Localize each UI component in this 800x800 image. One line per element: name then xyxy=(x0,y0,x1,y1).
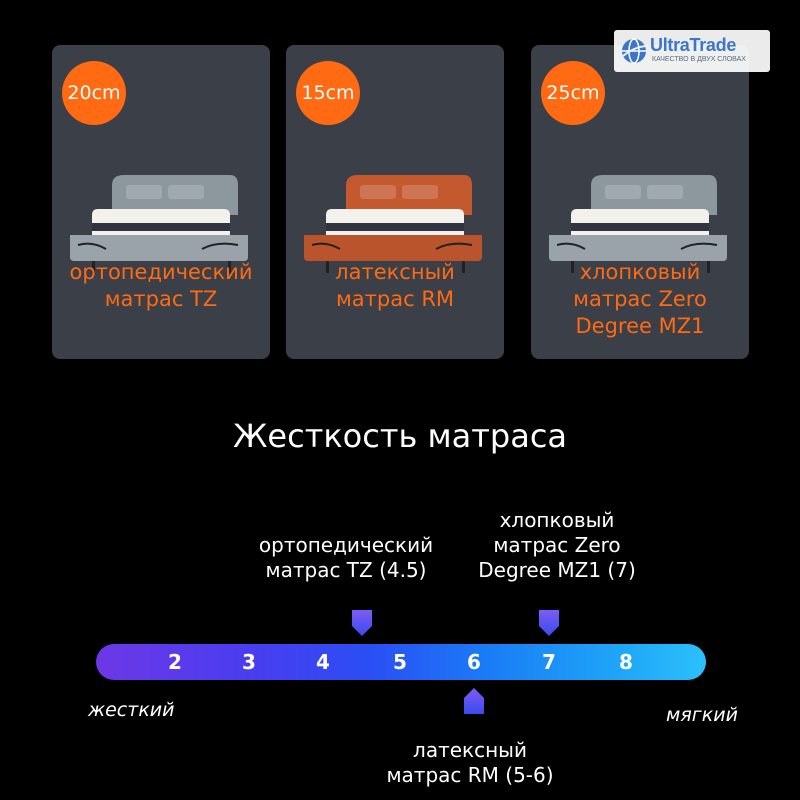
scale-tick-6: 6 xyxy=(467,650,481,674)
product-card-mz1[interactable]: 25cm хлопковый матрас Zero Degree MZ1 xyxy=(531,45,749,359)
watermark-tagline: КАЧЕСТВО В ДВУХ СЛОВАХ xyxy=(652,56,746,63)
marker-label-rm: латексный матрас RM (5-6) xyxy=(386,738,554,787)
bed-image xyxy=(549,175,727,273)
thickness-badge: 20cm xyxy=(62,61,126,125)
page-title: Жесткость матраса xyxy=(232,417,568,455)
card-label: хлопковый матрас Zero Degree MZ1 xyxy=(573,260,707,338)
marker-up-icon xyxy=(464,688,484,714)
marker-down-icon xyxy=(539,610,559,636)
card-label: ортопедический матрас TZ xyxy=(69,260,253,311)
product-card-tz[interactable]: 20cm ортопедический матрас TZ xyxy=(52,45,270,359)
bed-image xyxy=(304,175,482,273)
scale-tick-7: 7 xyxy=(542,650,556,674)
bed-image xyxy=(70,175,248,273)
scale-tick-8: 8 xyxy=(619,650,633,674)
marker-label-mz1: хлопковый матрас Zero Degree MZ1 (7) xyxy=(478,508,636,582)
scale-tick-5: 5 xyxy=(393,650,407,674)
globe-icon xyxy=(622,38,647,64)
thickness-badge: 25cm xyxy=(541,61,605,125)
firmness-scale-bar xyxy=(96,644,706,680)
watermark-brand: UltraTrade xyxy=(650,35,737,55)
scale-tick-3: 3 xyxy=(242,650,256,674)
marker-label-tz: ортопедический матрас TZ (4.5) xyxy=(258,533,434,582)
thickness-badge: 15cm xyxy=(296,61,360,125)
product-card-rm[interactable]: 15cm латексный матрас RM xyxy=(286,45,504,359)
marker-down-icon xyxy=(351,610,372,636)
scale-label-soft: мягкий xyxy=(666,704,738,726)
card-label: латексный матрас RM xyxy=(335,260,455,311)
scale-tick-2: 2 xyxy=(168,650,182,674)
watermark-logo: UltraTrade КАЧЕСТВО В ДВУХ СЛОВАХ xyxy=(614,30,770,72)
scale-tick-4: 4 xyxy=(316,650,330,674)
scale-label-firm: жесткий xyxy=(88,699,175,721)
